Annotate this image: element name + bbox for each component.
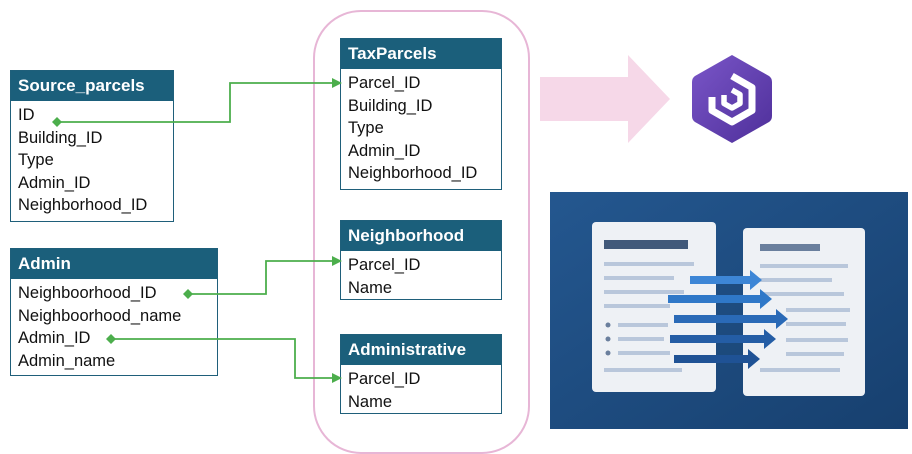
table-title: Neighborhood bbox=[341, 221, 501, 251]
table-neighborhood[interactable]: Neighborhood Parcel_ID Name bbox=[340, 220, 502, 300]
table-field: Admin_name bbox=[18, 351, 116, 370]
table-title: Admin bbox=[11, 249, 217, 279]
table-field: Admin_ID bbox=[18, 173, 91, 192]
table-taxparcels[interactable]: TaxParcels Parcel_ID Building_ID Type Ad… bbox=[340, 38, 502, 190]
table-admin[interactable]: Admin Neighboorhood_ID Neighboorhood_nam… bbox=[10, 248, 218, 376]
table-field: Neighborhood_ID bbox=[18, 196, 148, 215]
table-field: Name bbox=[348, 278, 393, 297]
table-field: Type bbox=[348, 119, 384, 138]
schema-mapping-illustration bbox=[550, 192, 908, 429]
table-field: Building_ID bbox=[348, 96, 433, 115]
table-administrative[interactable]: Administrative Parcel_ID Name bbox=[340, 334, 502, 414]
table-field: Admin_ID bbox=[18, 329, 91, 348]
table-field: Parcel_ID bbox=[348, 256, 421, 274]
product-logo-icon bbox=[692, 55, 772, 143]
table-field: Parcel_ID bbox=[348, 74, 421, 92]
table-source-parcels[interactable]: Source_parcels ID Building_ID Type Admin… bbox=[10, 70, 174, 222]
table-field: Name bbox=[348, 392, 393, 411]
table-field: Parcel_ID bbox=[348, 370, 421, 388]
table-field: Building_ID bbox=[18, 128, 103, 147]
table-field: ID bbox=[18, 106, 35, 124]
table-field: Type bbox=[18, 151, 54, 170]
flow-arrow-icon bbox=[540, 55, 670, 143]
table-field: Admin_ID bbox=[348, 141, 421, 160]
table-title: TaxParcels bbox=[341, 39, 501, 69]
table-title: Administrative bbox=[341, 335, 501, 365]
table-field: Neighborhood_ID bbox=[348, 164, 478, 183]
table-title: Source_parcels bbox=[11, 71, 173, 101]
table-field: Neighboorhood_name bbox=[18, 306, 182, 325]
table-field: Neighboorhood_ID bbox=[18, 284, 157, 302]
